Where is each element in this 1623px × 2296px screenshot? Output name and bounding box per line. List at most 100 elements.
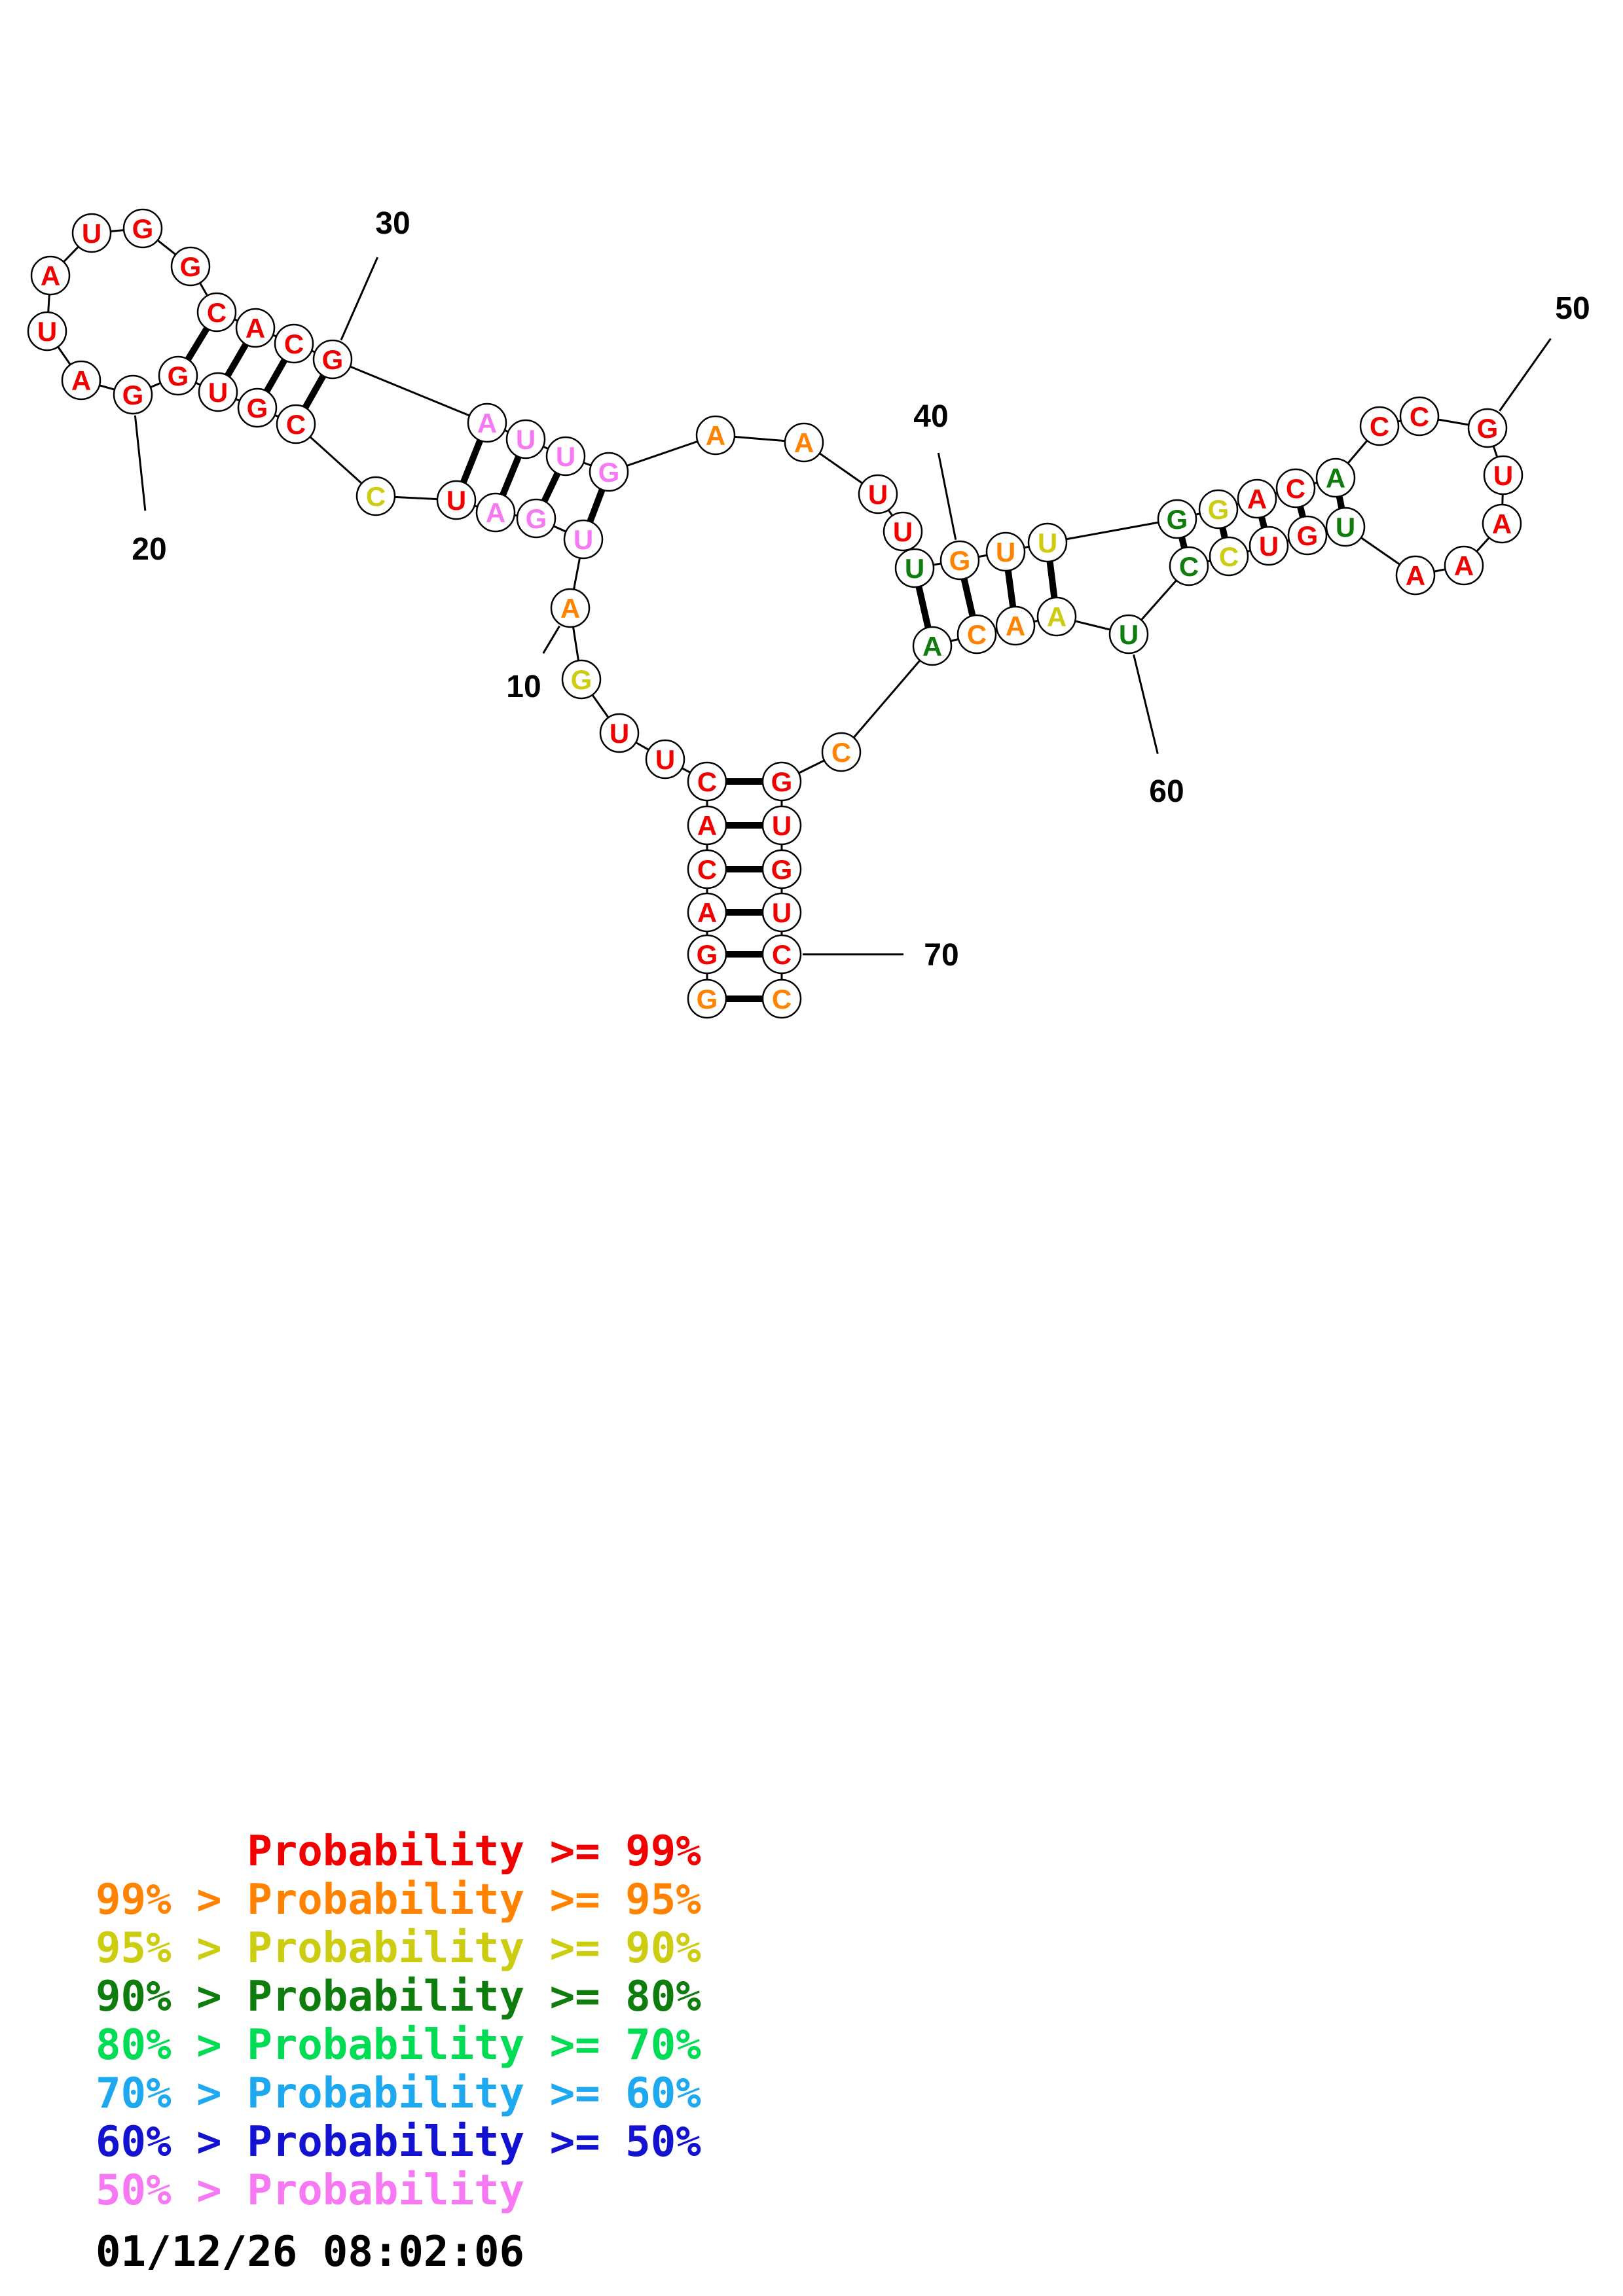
nucleotide-letter: U: [447, 485, 466, 516]
nucleotide-circle: [1249, 526, 1289, 566]
nucleotide-circle: [687, 978, 727, 1019]
nucleotide-circle: [198, 372, 238, 412]
nucleotide-circle: [158, 355, 198, 396]
nucleotide-letter: U: [37, 316, 57, 347]
nucleotide-circle: [1482, 503, 1522, 544]
nucleotide-letter: A: [486, 497, 505, 528]
nucleotide-circle: [645, 739, 685, 780]
nucleotide-circle: [894, 548, 935, 588]
nucleotide-letter: G: [122, 380, 144, 410]
nucleotide-letter: G: [949, 545, 971, 576]
nucleotide-circle: [687, 892, 727, 933]
nucleotide-letter: A: [246, 313, 265, 344]
nucleotide-letter: A: [706, 420, 725, 451]
nucleotide-letter: G: [771, 854, 793, 885]
backbone-segment: [1047, 518, 1178, 544]
nucleotide-circle: [761, 892, 802, 933]
position-number-label: 40: [913, 399, 948, 434]
nucleotide-letter: U: [996, 537, 1015, 567]
nucleotide-letter: U: [868, 479, 888, 510]
nucleotide-circle: [599, 713, 640, 753]
legend-line-p90: 95% > Probability >= 90%: [96, 1924, 701, 1973]
nucleotide-circle: [1325, 507, 1366, 547]
nucleotide-circle: [71, 213, 112, 253]
nucleotide-circle: [1315, 457, 1356, 498]
nucleotide-letter: G: [697, 984, 718, 1014]
nucleotide-letter: G: [1208, 494, 1230, 525]
nucleotide-letter: U: [1493, 460, 1513, 491]
nucleotide-letter: C: [967, 619, 987, 650]
nucleotide-circle: [985, 531, 1026, 572]
nucleotide-circle: [858, 474, 898, 514]
nucleotide-letter: U: [1119, 619, 1139, 650]
label-leader-line: [1133, 654, 1159, 754]
nucleotide-circle: [170, 246, 211, 287]
nucleotide-letter: G: [1167, 504, 1188, 535]
backbone-segment: [840, 645, 934, 753]
nucleotide-letter: A: [794, 427, 814, 458]
nucleotide-letter: C: [772, 984, 792, 1014]
nucleotide-letter: C: [831, 737, 851, 768]
nucleotide-letter: A: [922, 631, 942, 662]
nucleotide-letter: G: [168, 361, 189, 391]
nucleotide-circle: [196, 292, 237, 332]
nucleotide-letter: A: [1047, 601, 1067, 632]
label-leader-line: [1499, 338, 1552, 412]
label-leader-line: [937, 452, 957, 540]
nucleotide-letter: G: [322, 344, 344, 375]
position-number-label: 20: [132, 532, 166, 567]
nucleotide-circle: [276, 404, 316, 444]
nucleotide-letter: U: [893, 516, 913, 547]
legend-line-p60: 70% > Probability >= 60%: [96, 2070, 701, 2118]
nucleotide-circle: [1359, 406, 1400, 446]
legend-line-p70: 80% > Probability >= 70%: [96, 2021, 701, 2070]
nucleotide-letter: A: [1454, 550, 1474, 581]
nucleotide-circle: [1036, 596, 1077, 637]
nucleotide-circle: [436, 480, 477, 520]
nucleotide-letter: U: [905, 553, 924, 584]
nucleotide-circle: [467, 403, 507, 443]
nucleotide-letter: G: [247, 393, 268, 423]
nucleotide-letter: G: [1477, 413, 1499, 444]
nucleotide-circle: [1157, 499, 1197, 539]
nucleotide-circle: [589, 452, 629, 492]
nucleotide-circle: [550, 588, 591, 628]
nucleotide-letter: G: [132, 213, 154, 244]
nucleotide-letter: U: [556, 441, 575, 472]
nucleotide-letter: U: [574, 524, 593, 555]
nucleotide-circle: [761, 934, 802, 975]
nucleotide-letter: C: [697, 854, 717, 885]
label-leader-line: [542, 625, 560, 654]
legend-line-p99: Probability >= 99%: [96, 1827, 701, 1876]
nucleotide-circle: [274, 323, 314, 364]
nucleotide-letter: C: [1410, 401, 1429, 432]
nucleotide-circle: [821, 732, 862, 772]
nucleotide-circle: [1275, 468, 1316, 509]
nucleotide-circle: [1209, 536, 1249, 577]
nucleotide-letter: U: [1259, 531, 1279, 562]
nucleotide-circle: [1395, 555, 1436, 596]
nucleotide-circle: [1287, 515, 1328, 556]
nucleotide-letter: A: [1247, 484, 1267, 514]
nucleotide-circle: [475, 492, 516, 533]
nucleotide-circle: [516, 498, 556, 539]
nucleotide-circle: [1444, 545, 1484, 586]
legend-line-p50: 60% > Probability >= 50%: [96, 2118, 701, 2166]
position-number-label: 50: [1555, 291, 1590, 326]
nucleotide-circle: [687, 849, 727, 889]
nucleotide-circle: [1483, 455, 1523, 495]
nucleotide-circle: [237, 387, 278, 428]
nucleotide-circle: [1108, 614, 1149, 655]
legend-line-lt50: 50% > Probability: [96, 2166, 525, 2215]
nucleotide-letter: A: [1492, 509, 1512, 539]
legend-line-p95: 99% > Probability >= 95%: [96, 1876, 701, 1924]
nucleotide-circle: [27, 311, 67, 351]
nucleotide-letter: G: [571, 664, 593, 695]
nucleotide-circle: [61, 360, 101, 401]
nucleotide-circle: [505, 419, 546, 459]
nucleotide-circle: [122, 208, 163, 249]
nucleotide-circle: [784, 422, 824, 463]
nucleotide-letter: U: [1336, 512, 1355, 543]
